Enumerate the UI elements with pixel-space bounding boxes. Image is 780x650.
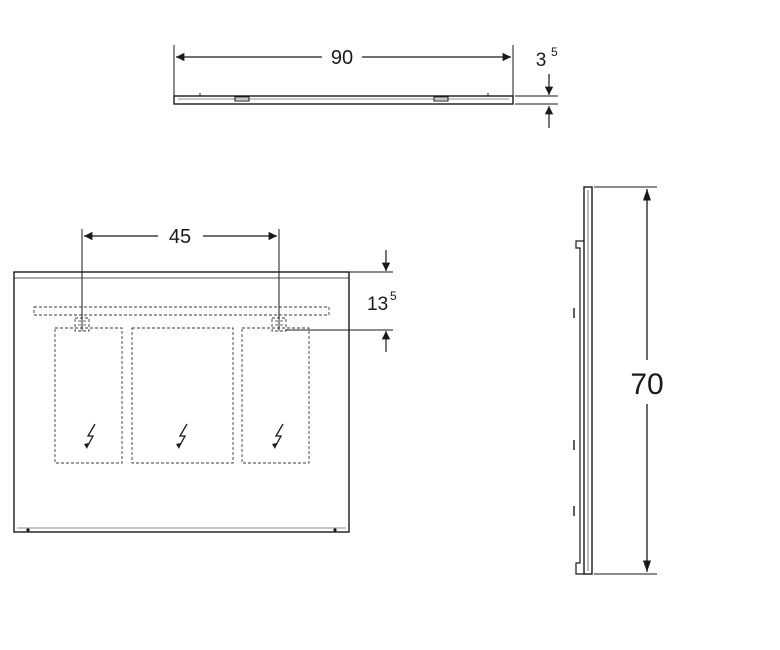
socket-height-dimension: 13 5	[286, 250, 397, 352]
front-view: 45	[13, 226, 397, 533]
top-view-panel	[173, 95, 514, 105]
electrical-hazard-icon	[84, 423, 96, 449]
electrical-hazard-icon	[272, 423, 284, 449]
socket-left	[74, 317, 90, 332]
top-width-dimension: 90	[176, 47, 511, 69]
electrical-hazard-icon	[176, 423, 188, 449]
top-view-clip-left	[234, 96, 250, 102]
socket-right	[271, 317, 287, 332]
top-depth-superscript: 5	[551, 45, 558, 59]
zone-left	[54, 327, 123, 464]
zone-center	[131, 327, 234, 464]
top-view-clip-right	[433, 96, 449, 102]
side-view: 70	[573, 186, 664, 575]
svg-text:3: 3	[536, 50, 547, 71]
top-width-label: 90	[331, 47, 353, 69]
top-view: 90 3 5	[173, 45, 558, 128]
top-depth-label: 3	[536, 50, 547, 71]
socket-height-label: 13	[367, 294, 388, 315]
light-bar-outline	[33, 306, 330, 316]
height-dimension: 70	[594, 186, 664, 575]
socket-spacing-dimension: 45	[84, 226, 277, 248]
front-view-panel	[13, 271, 350, 533]
side-view-panel	[583, 186, 593, 575]
height-label: 70	[630, 368, 663, 401]
top-depth-dimension: 3 5	[515, 45, 558, 128]
socket-spacing-label: 45	[169, 226, 191, 248]
socket-height-superscript: 5	[390, 289, 397, 303]
side-view-profile	[575, 240, 584, 575]
zone-right	[241, 327, 310, 464]
